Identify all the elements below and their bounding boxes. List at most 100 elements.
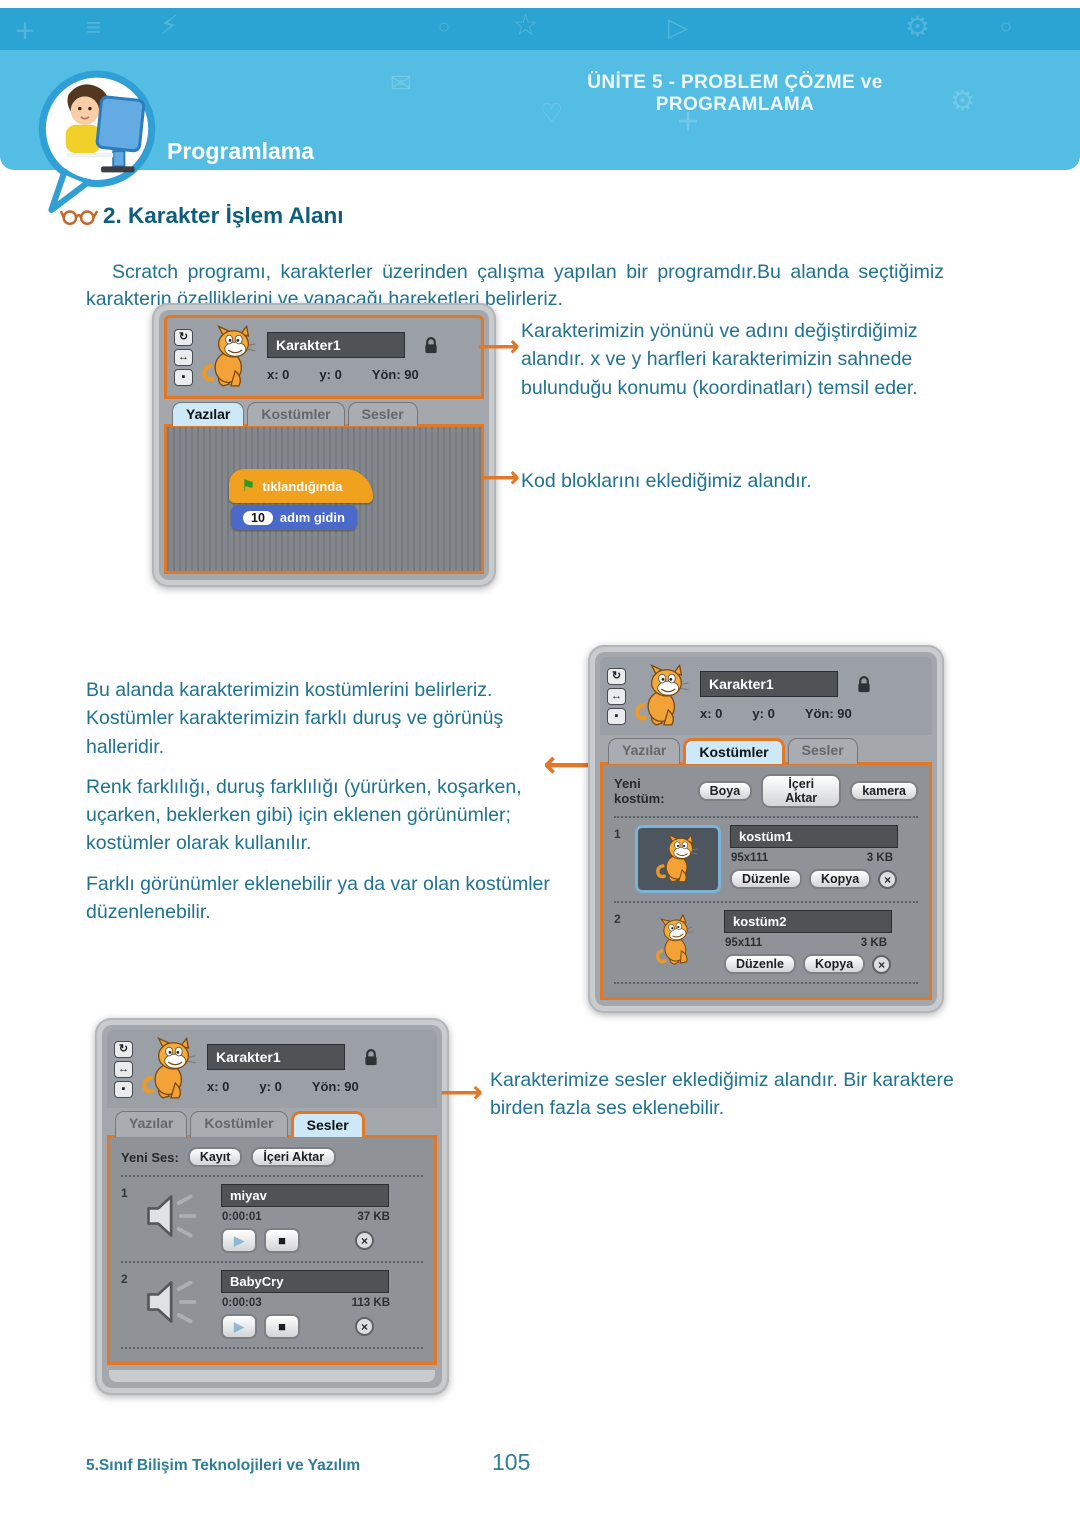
costume-thumbnail-selected[interactable] bbox=[635, 825, 721, 893]
left-right-style-icon[interactable]: ↔ bbox=[607, 687, 626, 705]
cat-sprite-thumbnail bbox=[635, 664, 691, 728]
plus-deco-icon: ＋ bbox=[14, 19, 37, 44]
circle-deco-icon: ○ bbox=[438, 16, 451, 38]
green-flag-icon: ⚑ bbox=[241, 478, 256, 495]
tab-yazilar[interactable]: Yazılar bbox=[172, 402, 245, 426]
camera-button[interactable]: kamera bbox=[850, 781, 918, 801]
speaker-icon bbox=[146, 1280, 196, 1324]
mail-deco-icon: ✉ bbox=[390, 68, 412, 98]
header-band-dark: ＋ ≡ ⚡ ○ ☆ ▷ ⚙ ○ bbox=[0, 8, 1080, 50]
stop-button[interactable]: ■ bbox=[264, 1314, 300, 1339]
when-flag-clicked-block[interactable]: ⚑ tıklandığında bbox=[229, 469, 373, 503]
hat-block-label: tıklandığında bbox=[262, 478, 343, 494]
no-rotate-style-icon[interactable]: ▪ bbox=[607, 707, 626, 725]
costume-index: 2 bbox=[614, 912, 621, 926]
arrow-right-icon: ⟶ bbox=[440, 1076, 484, 1109]
tabs: Yazılar Kostümler Sesler bbox=[164, 399, 484, 426]
separator bbox=[121, 1347, 423, 1349]
rotate-style-icon[interactable]: ↻ bbox=[607, 667, 626, 685]
rotation-style-buttons: ↻ ↔ ▪ bbox=[607, 667, 626, 725]
tab-kostumler[interactable]: Kostümler bbox=[247, 402, 345, 426]
x-coordinate: x: 0 bbox=[207, 1079, 230, 1094]
tabs: Yazılar Kostümler Sesler bbox=[107, 1108, 437, 1137]
sprite-name-field[interactable]: Karakter1 bbox=[207, 1044, 345, 1070]
lock-icon[interactable] bbox=[421, 334, 441, 356]
sounds-panel: Yeni Ses: Kayıt İçeri Aktar 1 miyav 0:00… bbox=[107, 1135, 437, 1365]
rotate-style-icon[interactable]: ↻ bbox=[114, 1040, 133, 1058]
sound-name-field[interactable]: BabyCry bbox=[221, 1270, 389, 1293]
copy-button[interactable]: Kopya bbox=[802, 954, 866, 974]
separator bbox=[121, 1175, 423, 1177]
delete-icon[interactable]: × bbox=[355, 1317, 374, 1336]
lightning-deco-icon: ⚡ bbox=[160, 10, 179, 40]
costume-name-field[interactable]: kostüm2 bbox=[724, 910, 892, 933]
play-button[interactable]: ▶ bbox=[221, 1314, 257, 1339]
costume-thumbnail[interactable] bbox=[635, 910, 715, 972]
sound-name-field[interactable]: miyav bbox=[221, 1184, 389, 1207]
tab-sesler[interactable]: Sesler bbox=[347, 402, 418, 426]
annotation-script-area: Kod bloklarını eklediğimiz alandır. bbox=[521, 470, 812, 492]
costumes-paragraph: Farklı görünümler eklenebilir ya da var … bbox=[86, 872, 550, 923]
costume-dimensions: 95x111 bbox=[731, 852, 769, 864]
edit-button[interactable]: Düzenle bbox=[730, 869, 802, 889]
delete-icon[interactable]: × bbox=[872, 954, 892, 974]
tab-kostumler[interactable]: Kostümler bbox=[683, 738, 785, 764]
tab-yazilar[interactable]: Yazılar bbox=[115, 1111, 188, 1137]
direction-value: Yön: 90 bbox=[311, 1079, 359, 1094]
sound-item[interactable]: 1 miyav 0:00:01 37 KB ▶ ■ × bbox=[121, 1184, 423, 1253]
import-button[interactable]: İçeri Aktar bbox=[761, 774, 842, 808]
cat-costume2-image bbox=[648, 911, 701, 970]
sprite-name-field[interactable]: Karakter1 bbox=[700, 671, 838, 697]
costume-name-field[interactable]: kostüm1 bbox=[730, 825, 898, 848]
play-button[interactable]: ▶ bbox=[221, 1228, 257, 1253]
tab-sesler[interactable]: Sesler bbox=[787, 738, 858, 764]
no-rotate-style-icon[interactable]: ▪ bbox=[174, 368, 193, 386]
gear-deco-icon: ⚙ bbox=[905, 11, 931, 42]
stop-button[interactable]: ■ bbox=[264, 1228, 300, 1253]
sprite-coordinates: x: 0 y: 0 Yön: 90 bbox=[207, 1079, 381, 1094]
copy-button[interactable]: Kopya bbox=[808, 869, 872, 889]
steps-value[interactable]: 10 bbox=[243, 510, 273, 525]
sound-duration: 0:00:03 bbox=[222, 1297, 262, 1309]
rotation-style-buttons: ↻ ↔ ▪ bbox=[114, 1040, 133, 1098]
play-deco-icon: ▷ bbox=[668, 12, 688, 42]
lock-icon[interactable] bbox=[854, 673, 874, 695]
annotation-sprite-header: Karakterimizin yönünü ve adını değiştird… bbox=[521, 320, 918, 399]
circle-deco-icon: ○ bbox=[1000, 16, 1013, 38]
star-deco-icon: ☆ bbox=[512, 9, 539, 42]
tab-yazilar[interactable]: Yazılar bbox=[608, 738, 681, 764]
delete-icon[interactable]: × bbox=[878, 869, 898, 889]
move-steps-block[interactable]: 10 adım gidin bbox=[231, 505, 357, 530]
import-button[interactable]: İçeri Aktar bbox=[251, 1147, 337, 1167]
sound-duration: 0:00:01 bbox=[222, 1211, 262, 1223]
left-right-style-icon[interactable]: ↔ bbox=[174, 348, 193, 366]
costume-item[interactable]: 1 kostüm1 95x111 3 KB Düzenle Kopya bbox=[614, 825, 918, 893]
record-button[interactable]: Kayıt bbox=[187, 1147, 243, 1167]
glasses-icon bbox=[60, 210, 98, 226]
rotate-style-icon[interactable]: ↻ bbox=[174, 328, 193, 346]
tab-sesler[interactable]: Sesler bbox=[290, 1111, 365, 1137]
delete-icon[interactable]: × bbox=[355, 1231, 374, 1250]
left-right-style-icon[interactable]: ↔ bbox=[114, 1060, 133, 1078]
costumes-panel: Yeni kostüm: Boya İçeri Aktar kamera 1 k… bbox=[600, 762, 932, 1000]
sprite-coordinates: x: 0 y: 0 Yön: 90 bbox=[700, 706, 874, 721]
sound-size: 113 KB bbox=[351, 1297, 390, 1309]
sound-item[interactable]: 2 BabyCry 0:00:03 113 KB ▶ ■ × bbox=[121, 1270, 423, 1339]
no-rotate-style-icon[interactable]: ▪ bbox=[114, 1080, 133, 1098]
tab-kostumler[interactable]: Kostümler bbox=[190, 1111, 288, 1137]
costume-size: 3 KB bbox=[860, 937, 887, 949]
script-area: ⚑ tıklandığında 10 adım gidin bbox=[164, 424, 484, 574]
sprite-name-field[interactable]: Karakter1 bbox=[267, 332, 405, 358]
paint-button[interactable]: Boya bbox=[697, 781, 753, 801]
unit-title: ÜNİTE 5 - PROBLEM ÇÖZME ve PROGRAMLAMA bbox=[587, 72, 883, 115]
costumes-text-block: Bu alanda karakterimizin kostümlerini be… bbox=[86, 676, 550, 938]
sprite-coordinates: x: 0 y: 0 Yön: 90 bbox=[267, 367, 441, 382]
edit-button[interactable]: Düzenle bbox=[724, 954, 796, 974]
rotation-style-buttons: ↻ ↔ ▪ bbox=[174, 328, 193, 386]
costume-item[interactable]: 2 kostüm2 95x111 3 KB Düzenle Kopya bbox=[614, 910, 918, 974]
cat-costume1-image bbox=[656, 834, 700, 884]
costume-index: 1 bbox=[614, 827, 621, 841]
lock-icon[interactable] bbox=[361, 1046, 381, 1068]
new-sound-label: Yeni Ses: bbox=[121, 1149, 179, 1165]
